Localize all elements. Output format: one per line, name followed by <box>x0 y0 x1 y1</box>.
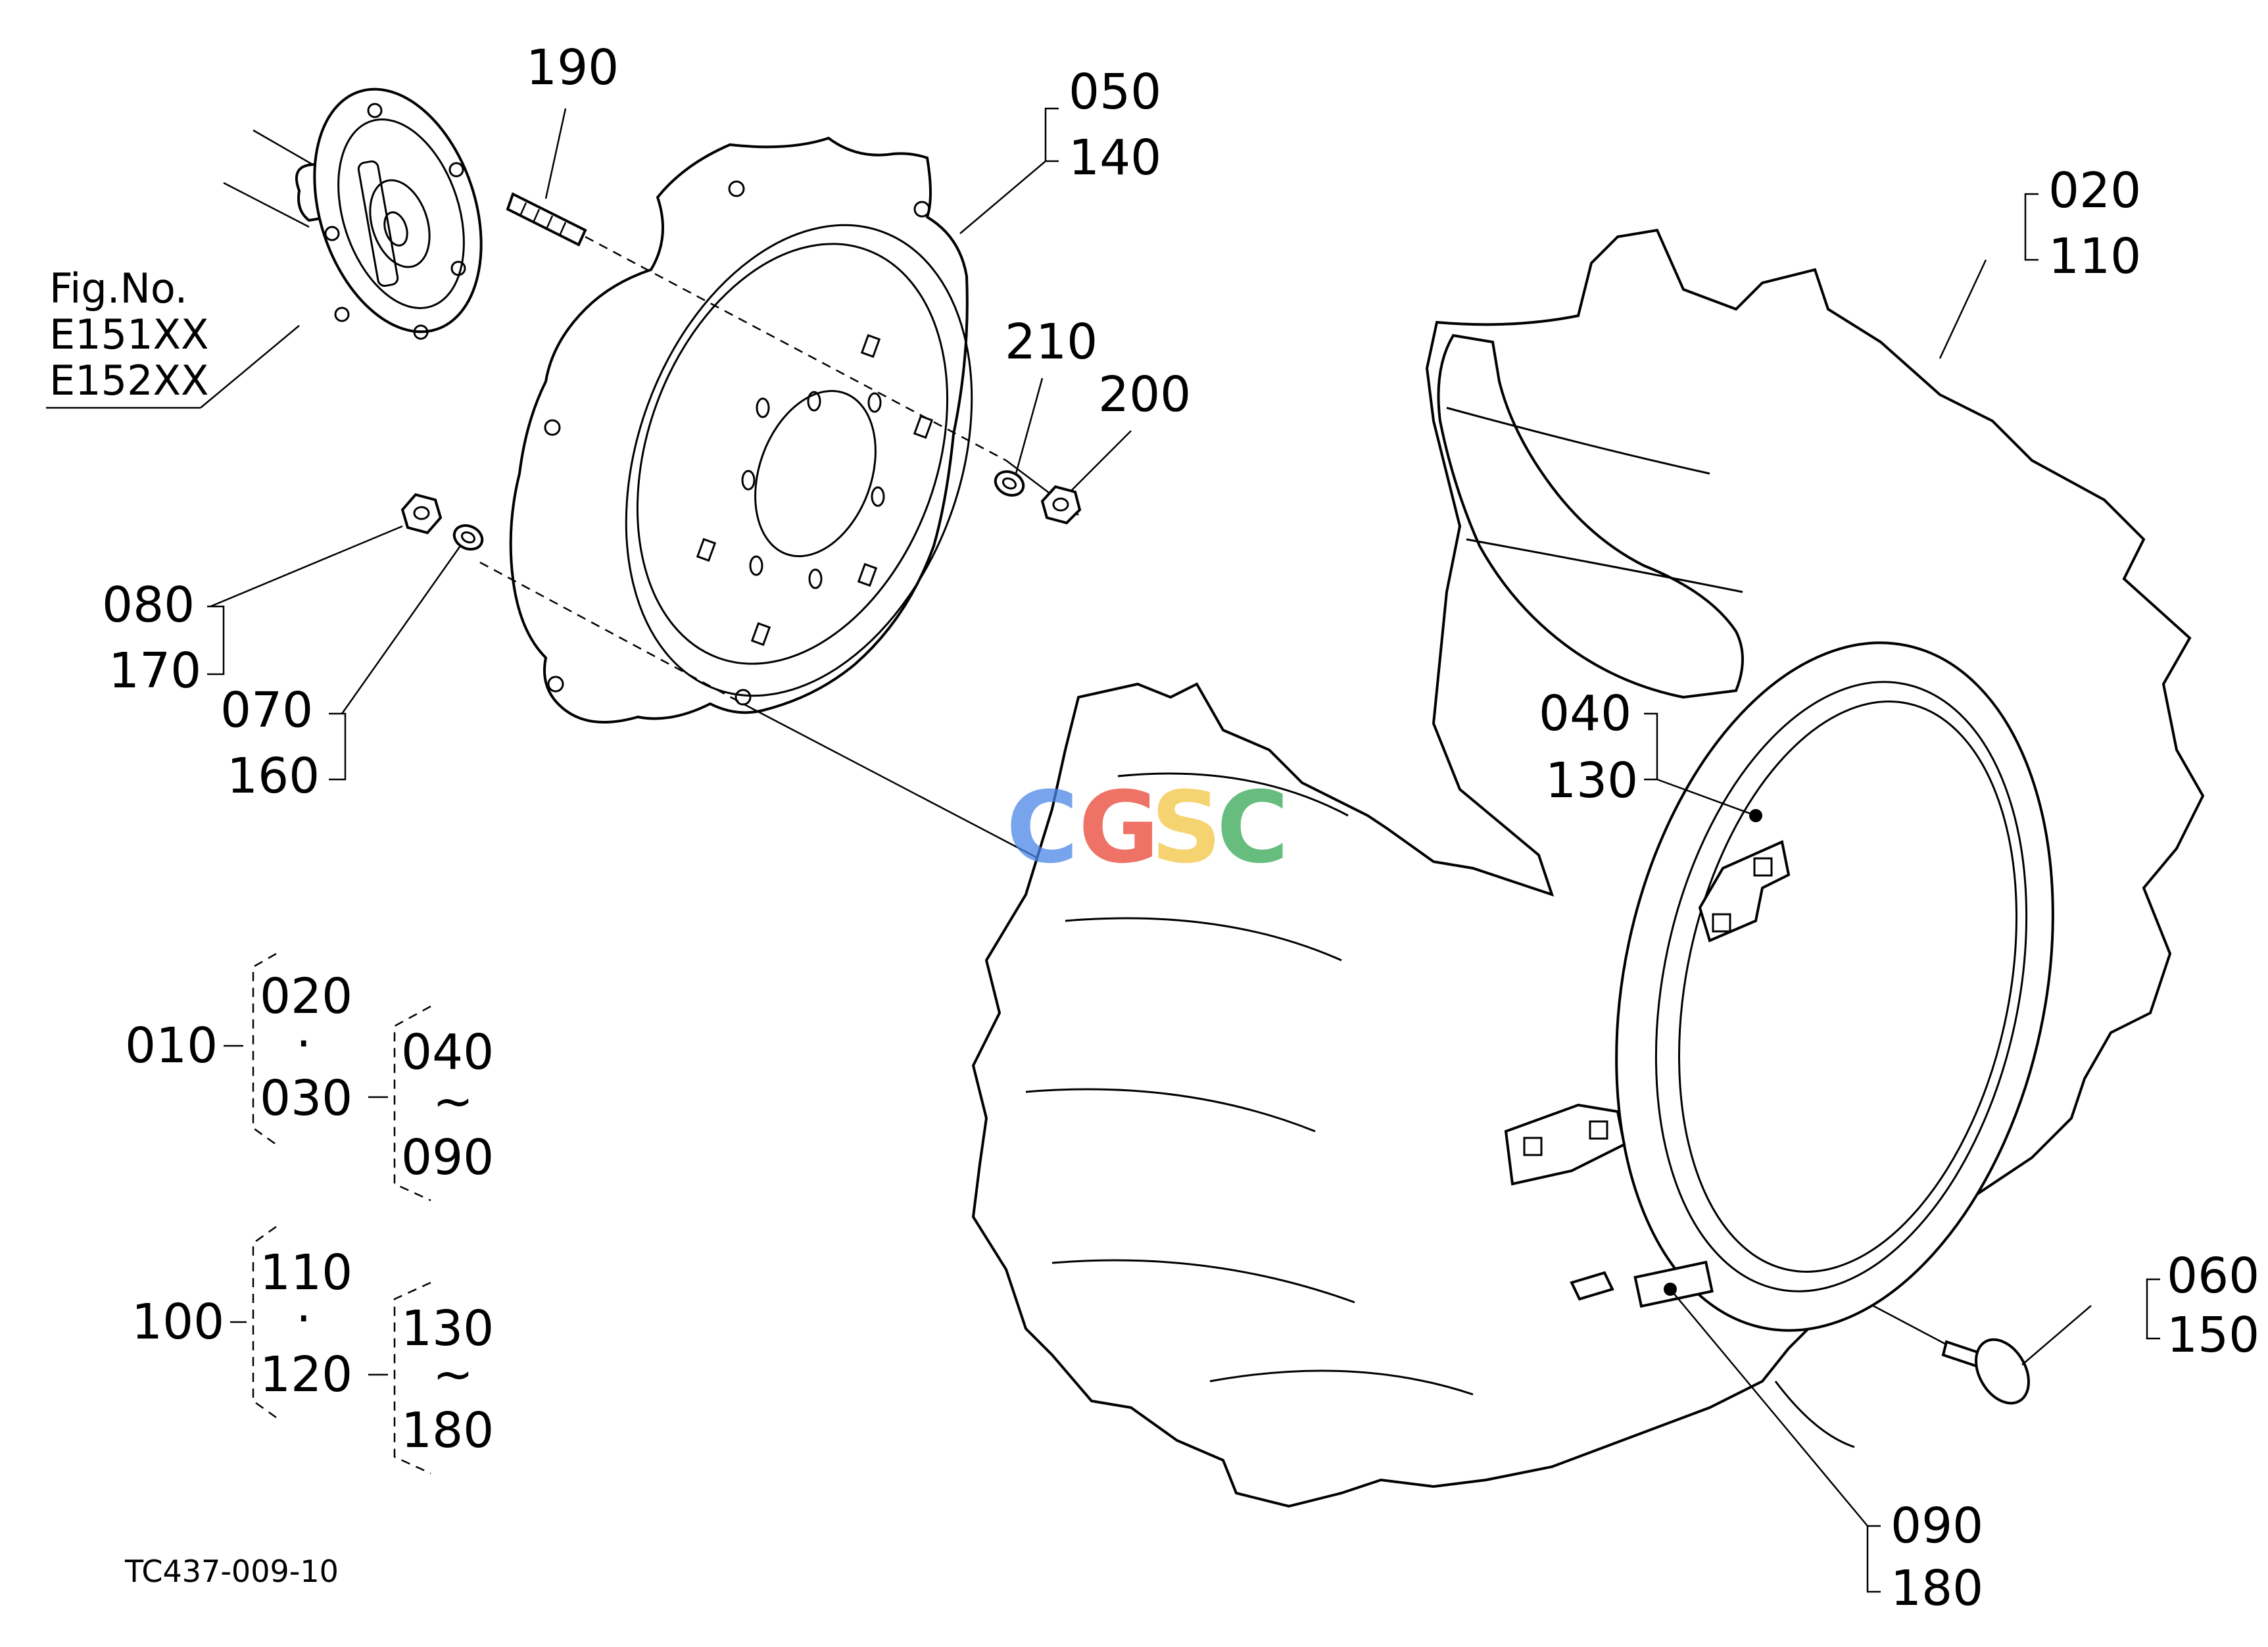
assembly-pair-bottom-120: 120 <box>260 1346 352 1403</box>
callout-070: 070 <box>220 682 313 739</box>
bolt-060 <box>1941 1278 2160 1405</box>
washer-070 <box>329 524 484 781</box>
assembly-axis-upper <box>585 235 1007 462</box>
assembly-range-start-040: 040 <box>401 1024 494 1081</box>
assembly-pair-top-110: 110 <box>260 1244 352 1301</box>
callout-160: 160 <box>227 748 320 804</box>
assembly-parent-100: 100 <box>132 1294 224 1350</box>
callout-180: 180 <box>1891 1560 1983 1617</box>
assembly-pair-bottom-030: 030 <box>260 1070 352 1127</box>
watermark-letter-1: C <box>1006 771 1078 885</box>
hub-assembly <box>46 87 483 409</box>
assembly-parent-010: 010 <box>125 1018 218 1074</box>
tire-upper-segment <box>971 193 2205 1508</box>
fig-number-1: E151XX <box>49 310 208 358</box>
assembly-pair-sep-100: · <box>296 1291 312 1347</box>
assembly-range-end-090: 090 <box>401 1129 494 1186</box>
callout-130: 130 <box>1545 752 1638 809</box>
assembly-range-start-130: 130 <box>401 1300 494 1357</box>
assembly-pair-sep-010: · <box>296 1016 312 1072</box>
assembly-pair-top-020: 020 <box>260 968 352 1025</box>
stud-bolt-190 <box>506 108 587 247</box>
callout-200: 200 <box>1098 366 1191 423</box>
fig-no-label: Fig.No. <box>49 264 187 312</box>
nut-080 <box>207 493 443 676</box>
valve-090 <box>1570 1260 1881 1593</box>
callout-190: 190 <box>526 39 619 96</box>
callout-060: 060 <box>2167 1248 2259 1304</box>
watermark-letter-3: S <box>1151 771 1222 885</box>
nut-200 <box>1040 430 1132 525</box>
fig-number-2: E152XX <box>49 356 208 405</box>
callout-110: 110 <box>2048 228 2141 285</box>
drawing-code: TC437-009-10 <box>124 1554 339 1589</box>
wheel-disc <box>509 107 1059 724</box>
watermark-letter-2: G <box>1078 771 1159 885</box>
watermark-logo: C G S C <box>1006 771 1289 885</box>
callout-210: 210 <box>1005 314 1098 370</box>
callout-040: 040 <box>1539 685 1631 742</box>
assembly-legend-010: 010 020 · 030 040 ~ 090 <box>125 952 494 1202</box>
callout-150: 150 <box>2167 1307 2259 1364</box>
callout-050: 050 <box>1069 64 1161 120</box>
assembly-legend-100: 100 110 · 120 130 ~ 180 <box>132 1225 494 1475</box>
callout-170: 170 <box>109 643 201 699</box>
lug-bracket-lower <box>1504 1103 1626 1186</box>
callout-080: 080 <box>102 577 195 633</box>
assembly-axis-lower <box>479 561 744 705</box>
lug-bracket-040 <box>1644 712 1791 943</box>
assembly-range-end-180: 180 <box>401 1402 494 1459</box>
watermark-letter-4: C <box>1217 771 1289 885</box>
callout-140: 140 <box>1069 130 1161 186</box>
callout-090: 090 <box>1891 1498 1983 1554</box>
washer-210 <box>994 378 1044 497</box>
assembly-range-sep-010: ~ <box>433 1073 473 1130</box>
assembly-range-sep-100: ~ <box>433 1346 473 1403</box>
callout-020: 020 <box>2048 162 2141 219</box>
